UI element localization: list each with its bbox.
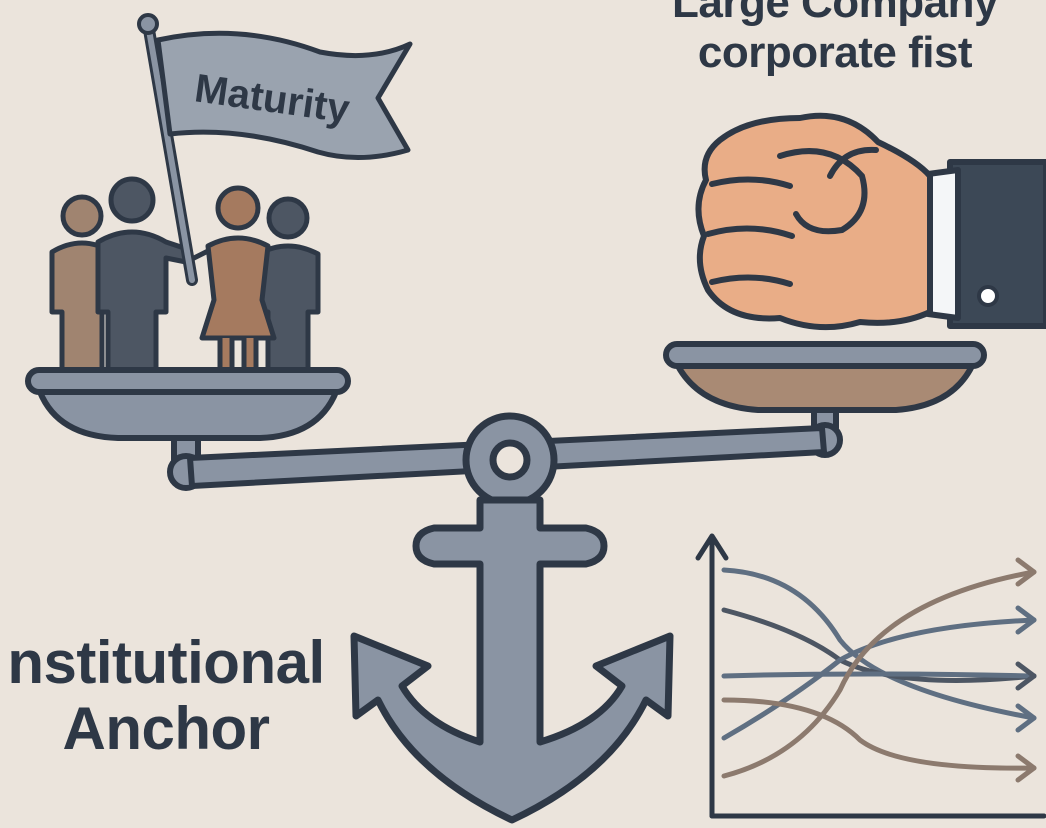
- trend-line: [721, 697, 1037, 771]
- large-company-line: Large Company: [671, 0, 999, 27]
- anchor-icon: [350, 412, 674, 824]
- large-company-label: Large Company corporate fist: [600, 0, 1046, 78]
- institutional-line: nstitutional: [7, 629, 325, 696]
- trend-line: [721, 607, 1037, 683]
- trend-line: [721, 617, 1037, 741]
- right-pan: [663, 341, 987, 458]
- anchor-line: Anchor: [62, 695, 271, 762]
- trend-line: [721, 671, 1037, 679]
- corporate-fist-line: corporate fist: [697, 28, 973, 77]
- trend-line: [721, 567, 1037, 721]
- trend-arrowhead: [1015, 661, 1037, 691]
- chart-axes: [695, 533, 1046, 819]
- trend-line: [721, 569, 1037, 779]
- trend-arrowhead: [1015, 605, 1037, 635]
- trend-arrowhead: [1015, 703, 1037, 733]
- trend-arrowhead: [1015, 753, 1037, 783]
- person-figure: [184, 185, 277, 375]
- institutional-anchor-label: nstitutional Anchor: [0, 630, 346, 762]
- left-pan: [25, 367, 351, 491]
- corporate-fist-icon: [695, 112, 1046, 331]
- trend-arrowhead: [1015, 557, 1037, 587]
- trend-chart-icon: [695, 533, 1046, 819]
- maturity-flag-icon: Maturity: [137, 13, 413, 286]
- person-figure: [255, 196, 321, 375]
